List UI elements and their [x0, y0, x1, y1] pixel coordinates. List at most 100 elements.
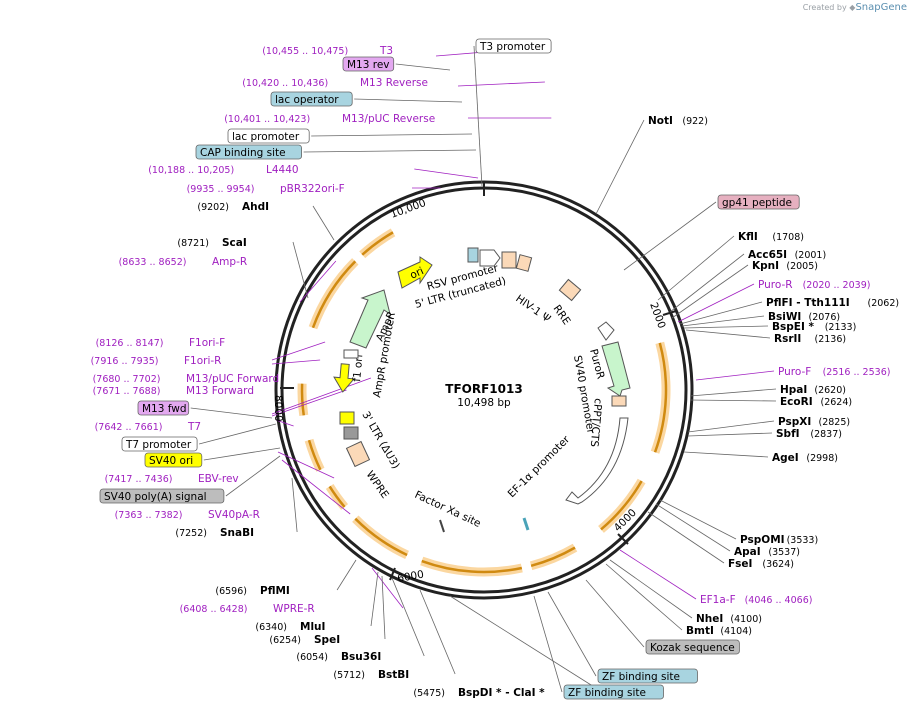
primer-range: (7671 .. 7688): [93, 386, 161, 397]
site-position: (6596): [215, 586, 247, 597]
primer-name: pBR322ori-F: [280, 183, 345, 195]
leader-line: [657, 235, 735, 301]
leader-line: [585, 579, 645, 648]
snapgene-icon: ◆: [849, 3, 856, 12]
outer-label-gp41-peptide: gp41 peptide: [717, 194, 800, 210]
enzyme-name: FseI: [728, 558, 752, 570]
feature-arc: [300, 383, 306, 416]
ef1a-arrow: [565, 417, 629, 505]
ampr-arrow: [349, 289, 391, 349]
leader-line: [271, 389, 347, 417]
outer-label-bspdi-clai: (5475) BspDI * - ClaI *: [413, 687, 545, 699]
outer-label-wpre-r: (6408 .. 6428)WPRE-R: [180, 603, 315, 615]
outer-label-m13-reverse: (10,420 .. 10,436)M13 Reverse: [242, 77, 428, 89]
leader-line: [659, 499, 737, 540]
outer-label-zf-binding-site: ZF binding site: [597, 668, 698, 684]
outer-label-kozak-sequence: Kozak sequence: [645, 639, 740, 655]
site-position: (2001): [795, 250, 827, 261]
outer-label-spei: (6254)SpeI: [269, 634, 340, 646]
outer-label-sv40pa-r: (7363 .. 7382)SV40pA-R: [115, 509, 260, 521]
factorxa-mark: [439, 519, 445, 533]
outer-label-m13-fwd: M13 fwd: [137, 400, 190, 416]
f1ori-arrow: [333, 363, 355, 393]
feature-name: T3 promoter: [479, 41, 546, 53]
feature-box: [195, 144, 302, 160]
feature-name: lac promoter: [232, 131, 300, 143]
enzyme-name: BspDI * - ClaI *: [458, 687, 545, 699]
leader-line: [354, 98, 463, 103]
outer-label-lac-promoter: lac promoter: [227, 128, 310, 144]
leader-line: [419, 589, 456, 675]
outer-label-scai: (8721)ScaI: [177, 237, 246, 249]
primer-range: (10,188 .. 10,205): [148, 165, 234, 176]
outer-label-t7: (7642 .. 7661)T7: [95, 421, 202, 433]
enzyme-name: SbfI: [776, 428, 800, 440]
outer-label-l4440: (10,188 .. 10,205)L4440: [148, 164, 298, 176]
feature-name: SV40 poly(A) signal: [104, 491, 207, 503]
outer-label-pflmi: (6596)PflMI: [215, 585, 289, 597]
primer-range: (7417 .. 7436): [105, 474, 173, 485]
leader-line: [449, 595, 603, 693]
primer-name: M13/pUC Forward: [186, 373, 279, 385]
primer-name: M13 Forward: [186, 385, 254, 397]
outer-label-kpni: KpnI(2005): [752, 260, 818, 272]
site-position: (2825): [819, 417, 851, 428]
feature-arc: [328, 485, 346, 508]
outer-label-t3: (10,455 .. 10,475)T3: [262, 45, 393, 57]
leader-line: [271, 341, 326, 361]
feature-box: [227, 128, 310, 144]
leader-line: [683, 451, 769, 458]
feature-box: [270, 91, 353, 107]
outer-label-nhei: NheI(4100): [696, 613, 762, 625]
primer-range: (7916 .. 7935): [91, 356, 159, 367]
outer-label-cap-binding-site: CAP binding site: [195, 144, 302, 160]
feature-box: [717, 194, 800, 210]
primer-name: EF1a-F: [700, 594, 736, 606]
cppt-arrow: [597, 321, 615, 341]
primer-range: (2516 .. 2536): [823, 367, 891, 378]
cppt-box: [611, 395, 627, 407]
leader-lines: [190, 45, 777, 693]
site-position: (9202): [197, 202, 229, 213]
leader-line: [395, 63, 451, 71]
outer-label-bsiwi: BsiWI(2076): [768, 311, 840, 323]
enzyme-name: ApaI: [734, 546, 761, 558]
tick-marks: [280, 182, 677, 581]
primer-name: M13/pUC Reverse: [342, 113, 435, 125]
zf-mark: [522, 517, 530, 531]
outer-label-bspei: BspEI *(2133): [772, 321, 856, 333]
outer-label-bmti: BmtI(4104): [686, 625, 752, 637]
ltr-box: [515, 254, 533, 272]
outer-label-noti: NotI(922): [648, 115, 708, 127]
tick-label-8000: 8000: [272, 395, 284, 422]
site-position: (6340): [255, 622, 287, 633]
outer-label-ahdi: (9202)AhdI: [197, 201, 269, 213]
primer-range: (7363 .. 7382): [115, 510, 183, 521]
outer-label-mlui: (6340)MluI: [255, 621, 325, 633]
sv40pa-box: [343, 426, 359, 440]
outer-label-bstbi: (5712)BstBI: [333, 669, 409, 681]
enzyme-name: Acc65I: [748, 249, 787, 261]
feature-arc: [361, 231, 394, 256]
leader-line: [647, 511, 725, 564]
leader-line: [299, 260, 337, 303]
enzyme-name: RsrII: [774, 333, 801, 345]
outer-label-m13-forward: (7671 .. 7688) M13 Forward: [93, 385, 254, 397]
plasmid-name: TFORF1013: [445, 382, 522, 396]
feature-name: ZF binding site: [602, 671, 680, 683]
leader-line: [533, 595, 563, 693]
primer-range: (9935 .. 9954): [187, 184, 255, 195]
outer-label-t3-promoter: T3 promoter: [475, 38, 552, 54]
enzyme-name: AgeI: [772, 452, 799, 464]
primer-name: Amp-R: [212, 256, 247, 268]
primer-name: F1ori-R: [184, 355, 221, 367]
cppt-label: cPPT/CTS: [588, 398, 604, 448]
site-position: (5475): [413, 688, 445, 699]
enzyme-name: PspOMI: [740, 534, 785, 546]
hiv-label: HIV-1 Ψ: [513, 293, 552, 326]
feature-arc: [307, 439, 322, 471]
leader-line: [275, 419, 294, 427]
leader-line: [391, 577, 425, 657]
enzyme-name: HpaI: [780, 384, 807, 396]
